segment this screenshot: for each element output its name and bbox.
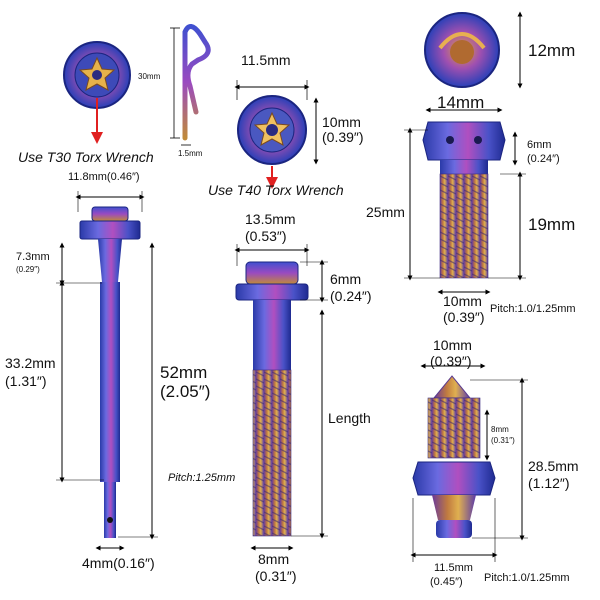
bolt-thread-dia-in: (0.31″) <box>255 568 297 584</box>
banjo-thread-dia-mm: 10mm <box>443 293 482 309</box>
bleeder-hex-mm: 8mm <box>491 425 509 434</box>
t40-head-width-label: 11.5mm <box>241 52 291 68</box>
t40-head-top-view <box>237 95 307 165</box>
pin-wire-label: 1.5mm <box>178 149 203 158</box>
bleeder-pitch-label: Pitch:1.0/1.25mm <box>484 572 570 584</box>
pin-total-mm: 52mm <box>160 363 208 382</box>
bleeder-base-dia-in: (0.45″) <box>430 576 463 588</box>
bleeder-screw <box>412 375 496 538</box>
t30-head-top-view <box>63 41 131 109</box>
banjo-hex-width-label: 14mm <box>437 93 485 112</box>
pin-height-label: 30mm <box>138 72 161 81</box>
bolt-length-label: Length <box>328 410 371 426</box>
pin-head-width-label: 11.8mm(0.46″) <box>68 171 140 183</box>
bolt-head-width-in: (0.53″) <box>245 228 287 244</box>
bolt-head-height-mm: 6mm <box>330 271 362 287</box>
banjo-thread-length-label: 19mm <box>528 215 576 234</box>
banjo-pitch-label: Pitch:1.0/1.25mm <box>490 303 576 315</box>
long-pin <box>79 206 141 538</box>
bleeder-total-mm: 28.5mm <box>528 458 579 474</box>
bolt-pitch-label: Pitch:1.25mm <box>168 472 236 484</box>
banjo-hex-height-in: (0.24″) <box>527 153 560 165</box>
bolt-head-width-mm: 13.5mm <box>245 211 296 227</box>
r-clip-pin <box>170 24 211 146</box>
long-bolt <box>235 261 309 537</box>
bleeder-top-dia-mm: 10mm <box>433 337 472 353</box>
bleeder-base-dia-mm: 11.5mm <box>434 562 473 574</box>
t40-head-height-mm: 10mm <box>322 114 361 130</box>
banjo-thread-dia-in: (0.39″) <box>443 309 485 325</box>
pin-head-height-in: (0.29″) <box>16 265 40 274</box>
pin-head-height-mm: 7.3mm <box>16 251 50 263</box>
bolt-thread-dia-mm: 8mm <box>258 551 290 567</box>
banjo-overall-label: 25mm <box>366 204 405 220</box>
bleeder-top-dia-in: (0.39″) <box>430 353 472 369</box>
t40-wrench-label: Use T40 Torx Wrench <box>208 182 344 198</box>
t40-head-height-in: (0.39″) <box>322 129 364 145</box>
pin-shank-mm: 33.2mm <box>5 355 56 371</box>
banjo-head-height-label: 12mm <box>528 41 576 60</box>
bolt-head-height-in: (0.24″) <box>330 288 372 304</box>
pin-tip-dia-label: 4mm(0.16″) <box>82 555 155 571</box>
t30-wrench-label: Use T30 Torx Wrench <box>18 149 154 165</box>
banjo-hex-height-mm: 6mm <box>527 139 552 151</box>
bleeder-hex-in: (0.31″) <box>491 436 515 445</box>
bleeder-total-in: (1.12″) <box>528 475 570 491</box>
banjo-head-top-view <box>424 12 500 88</box>
pin-shank-in: (1.31″) <box>5 373 47 389</box>
pin-total-in: (2.05″) <box>160 382 211 401</box>
banjo-bolt <box>422 121 506 279</box>
